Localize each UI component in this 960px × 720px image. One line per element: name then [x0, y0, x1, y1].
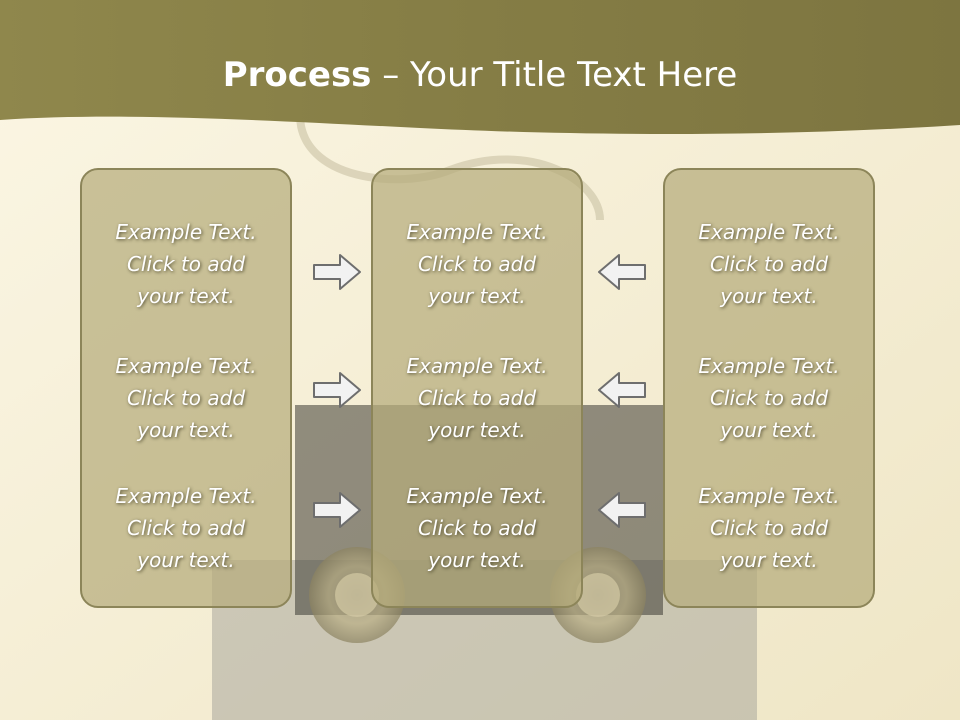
- text-block[interactable]: Example Text. Click to add your text.: [373, 216, 581, 312]
- header-band: [0, 0, 960, 134]
- page-title: Process – Your Title Text Here: [0, 54, 960, 96]
- text-line: your text.: [137, 284, 235, 308]
- text-line: Example Text.: [115, 354, 257, 378]
- text-line: your text.: [428, 284, 526, 308]
- left-column-panel[interactable]: Example Text. Click to add your text. Ex…: [80, 168, 292, 608]
- title-rest: – Your Title Text Here: [371, 55, 738, 95]
- text-line: your text.: [720, 284, 818, 308]
- title-bold: Process: [222, 55, 372, 95]
- text-block[interactable]: Example Text. Click to add your text.: [82, 216, 290, 312]
- text-line: Click to add: [709, 386, 829, 410]
- right-arrow-icon: [313, 254, 361, 290]
- text-line: Example Text.: [698, 220, 840, 244]
- text-line: Example Text.: [115, 220, 257, 244]
- right-column-panel[interactable]: Example Text. Click to add your text. Ex…: [663, 168, 875, 608]
- right-arrow-icon: [313, 492, 361, 528]
- text-block[interactable]: Example Text. Click to add your text.: [82, 350, 290, 446]
- text-line: Example Text.: [406, 354, 548, 378]
- text-line: Example Text.: [115, 484, 257, 508]
- left-arrow-icon: [598, 372, 646, 408]
- text-line: Click to add: [417, 516, 537, 540]
- text-line: Click to add: [126, 386, 246, 410]
- text-block[interactable]: Example Text. Click to add your text.: [373, 350, 581, 446]
- text-block[interactable]: Example Text. Click to add your text.: [665, 216, 873, 312]
- text-line: your text.: [720, 548, 818, 572]
- text-line: Example Text.: [698, 354, 840, 378]
- text-line: Example Text.: [406, 220, 548, 244]
- text-line: your text.: [137, 418, 235, 442]
- text-line: Click to add: [126, 516, 246, 540]
- center-column-panel[interactable]: Example Text. Click to add your text. Ex…: [371, 168, 583, 608]
- left-arrow-icon: [598, 254, 646, 290]
- text-line: Example Text.: [698, 484, 840, 508]
- text-line: Click to add: [417, 252, 537, 276]
- text-line: Click to add: [417, 386, 537, 410]
- text-line: your text.: [137, 548, 235, 572]
- left-arrow-icon: [598, 492, 646, 528]
- text-line: Click to add: [709, 252, 829, 276]
- text-line: Example Text.: [406, 484, 548, 508]
- text-block[interactable]: Example Text. Click to add your text.: [82, 480, 290, 576]
- text-line: Click to add: [126, 252, 246, 276]
- text-line: your text.: [720, 418, 818, 442]
- text-block[interactable]: Example Text. Click to add your text.: [373, 480, 581, 576]
- text-line: Click to add: [709, 516, 829, 540]
- text-line: your text.: [428, 548, 526, 572]
- text-line: your text.: [428, 418, 526, 442]
- text-block[interactable]: Example Text. Click to add your text.: [665, 480, 873, 576]
- text-block[interactable]: Example Text. Click to add your text.: [665, 350, 873, 446]
- right-arrow-icon: [313, 372, 361, 408]
